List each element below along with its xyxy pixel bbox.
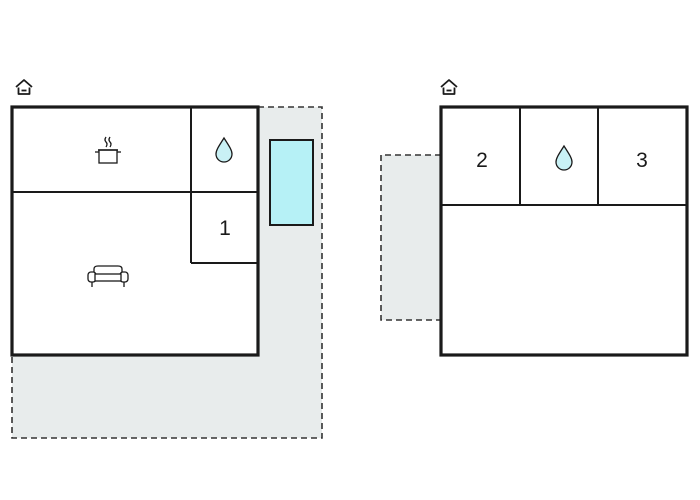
sofa-icon	[87, 265, 129, 287]
pool	[269, 139, 314, 226]
house-outline-left	[10, 105, 260, 357]
room-label-bedroom-3: 3	[636, 149, 648, 172]
floor-plan-right: 2 3	[380, 79, 689, 357]
water-drop-icon	[555, 144, 573, 171]
room-label-bedroom-2: 2	[476, 149, 488, 172]
house-floor-icon	[15, 79, 33, 95]
cooking-pot-icon	[95, 136, 121, 164]
balcony-area	[380, 154, 441, 321]
room-label-bedroom-1: 1	[219, 217, 231, 240]
house-floor-icon	[440, 79, 458, 95]
house-outline-right	[439, 105, 689, 357]
water-drop-icon	[215, 136, 233, 163]
floor-plan-left: 1	[10, 79, 323, 439]
